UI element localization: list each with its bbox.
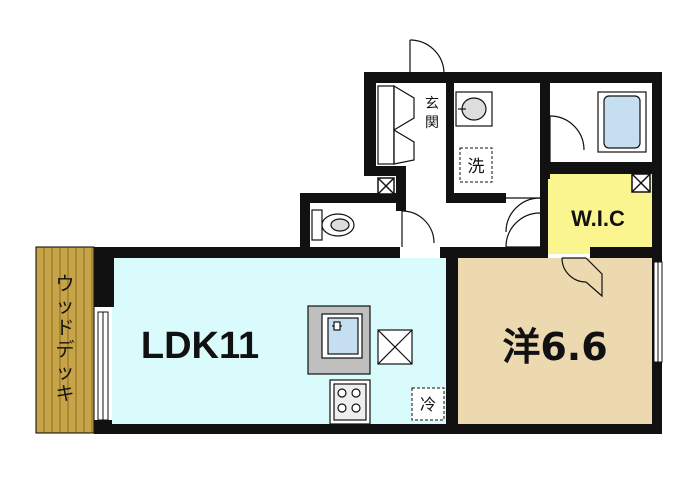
deck-label: ウッドデッキ (55, 273, 74, 405)
washroom-label: 洗 (468, 157, 485, 177)
wic-label: W.I.C (571, 206, 625, 231)
western-room (458, 258, 654, 424)
bathtub (597, 91, 647, 153)
wash-rail (460, 194, 492, 200)
wash-basin (455, 91, 493, 127)
entrance-label: 玄 (425, 95, 439, 112)
wic-door (561, 257, 603, 298)
shaft-boxes (377, 173, 651, 195)
walls (94, 72, 662, 434)
shoe-closet (377, 84, 415, 165)
floor-rail (368, 252, 394, 257)
storage-box (377, 329, 413, 365)
entrance-door (409, 39, 445, 73)
western-label: 洋6.6 (502, 325, 607, 369)
fridge-label: 冷 (420, 395, 436, 414)
ldk-label: LDK11 (141, 325, 259, 367)
toilet-door (401, 210, 435, 247)
kitchen-counter (307, 305, 371, 425)
fridge-box (411, 387, 445, 421)
hall-door (505, 212, 541, 248)
toilet (311, 209, 355, 241)
deck-planks (43, 248, 93, 432)
windows (97, 261, 663, 421)
bath-door (549, 115, 585, 162)
washroom-door (505, 197, 541, 233)
entrance-label-2: 関 (425, 115, 439, 131)
wood-deck: ウッドデッキ (35, 246, 95, 434)
washer-box (459, 147, 493, 183)
